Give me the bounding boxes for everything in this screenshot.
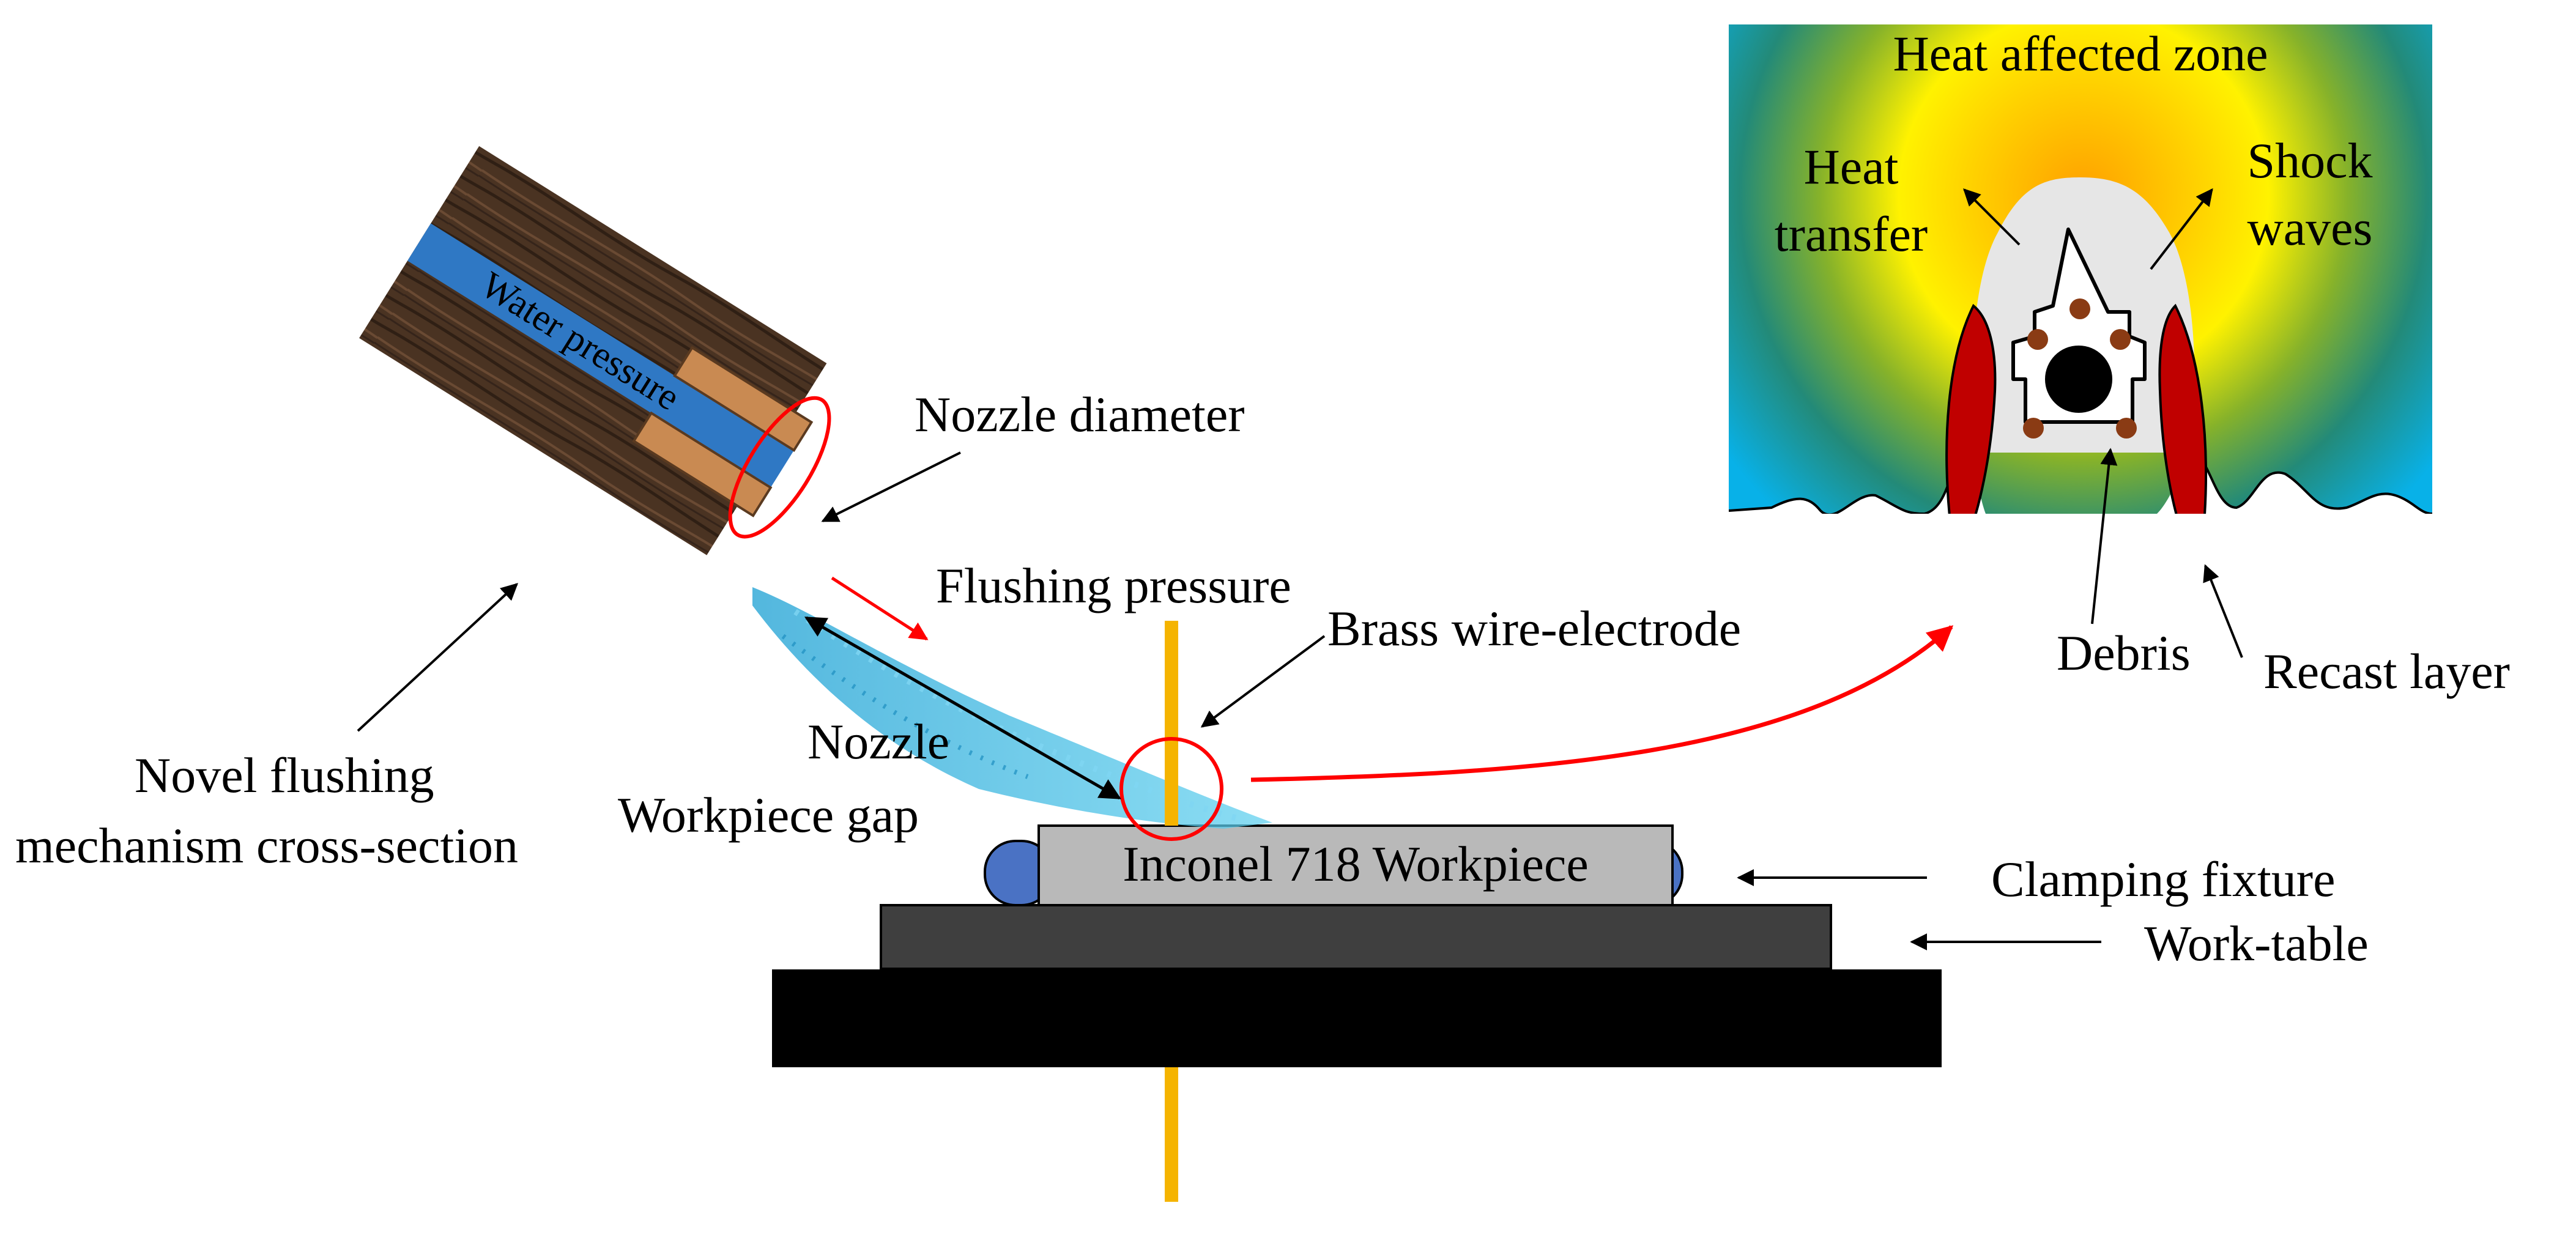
flushing-pressure-arrow <box>831 576 929 641</box>
heat-transfer-line1: Heat <box>1804 139 1899 194</box>
work-table-label: Work-table <box>2144 916 2369 971</box>
workpiece-surface <box>1729 452 2432 514</box>
nozzle-tip-top <box>673 346 814 452</box>
shock-waves-line1: Shock <box>2248 133 2373 188</box>
debris-label: Debris <box>2057 625 2191 681</box>
haz-title: Heat affected zone <box>1893 26 2268 81</box>
recast-layer-label: Recast layer <box>2263 643 2510 699</box>
clamping-fixture-label: Clamping fixture <box>1991 851 2336 907</box>
gap-label-line2: Workpiece gap <box>618 787 919 843</box>
recast-layer-pointer <box>2203 564 2243 658</box>
heat-transfer-pointer <box>1963 188 2021 246</box>
brass-wire-lower <box>1165 1067 1178 1202</box>
debris-pointer <box>2091 448 2118 624</box>
brass-wire-upper <box>1165 621 1178 826</box>
mechanism-label-line2: mechanism cross-section <box>15 818 518 873</box>
nozzle-diameter-pointer <box>821 451 961 522</box>
debris-particle <box>2110 329 2131 350</box>
base-plate <box>772 969 1942 1067</box>
mechanism-label-line1: Novel flushing <box>135 747 434 803</box>
gap-label-line1: Nozzle <box>807 714 949 769</box>
recast-layer-left <box>1945 303 1997 514</box>
water-channel <box>407 223 794 488</box>
shock-waves-pointer <box>2150 188 2213 270</box>
debris-particle <box>2069 298 2090 319</box>
flushing-pressure-label: Flushing pressure <box>936 558 1291 613</box>
brass-wire-label: Brass wire-electrode <box>1327 601 1741 656</box>
recast-layer-right <box>2158 303 2207 514</box>
debris-particle <box>2027 329 2048 350</box>
heat-affected-zone-inset: Heat affected zone Heat transfer Shock w… <box>1729 24 2432 514</box>
nozzle-diameter-marker <box>728 396 831 539</box>
mechanism-pointer <box>357 583 519 732</box>
debris-particle <box>2023 418 2044 439</box>
brass-wire-pointer <box>1200 635 1326 728</box>
workpiece-label: Inconel 718 Workpiece <box>1123 836 1589 892</box>
flushing-nozzle: Water pressure <box>359 146 831 555</box>
plasma-core <box>2045 346 2112 413</box>
shock-waves-line2: waves <box>2248 200 2373 256</box>
heat-transfer-line2: transfer <box>1775 206 1928 262</box>
inconel-workpiece <box>1037 824 1674 906</box>
work-table <box>880 904 1832 970</box>
nozzle-diameter-label: Nozzle diameter <box>915 387 1245 442</box>
debris-particle <box>2116 418 2137 439</box>
gap-dimension-arrow <box>804 616 1122 800</box>
magnify-arrow <box>1250 625 1954 782</box>
